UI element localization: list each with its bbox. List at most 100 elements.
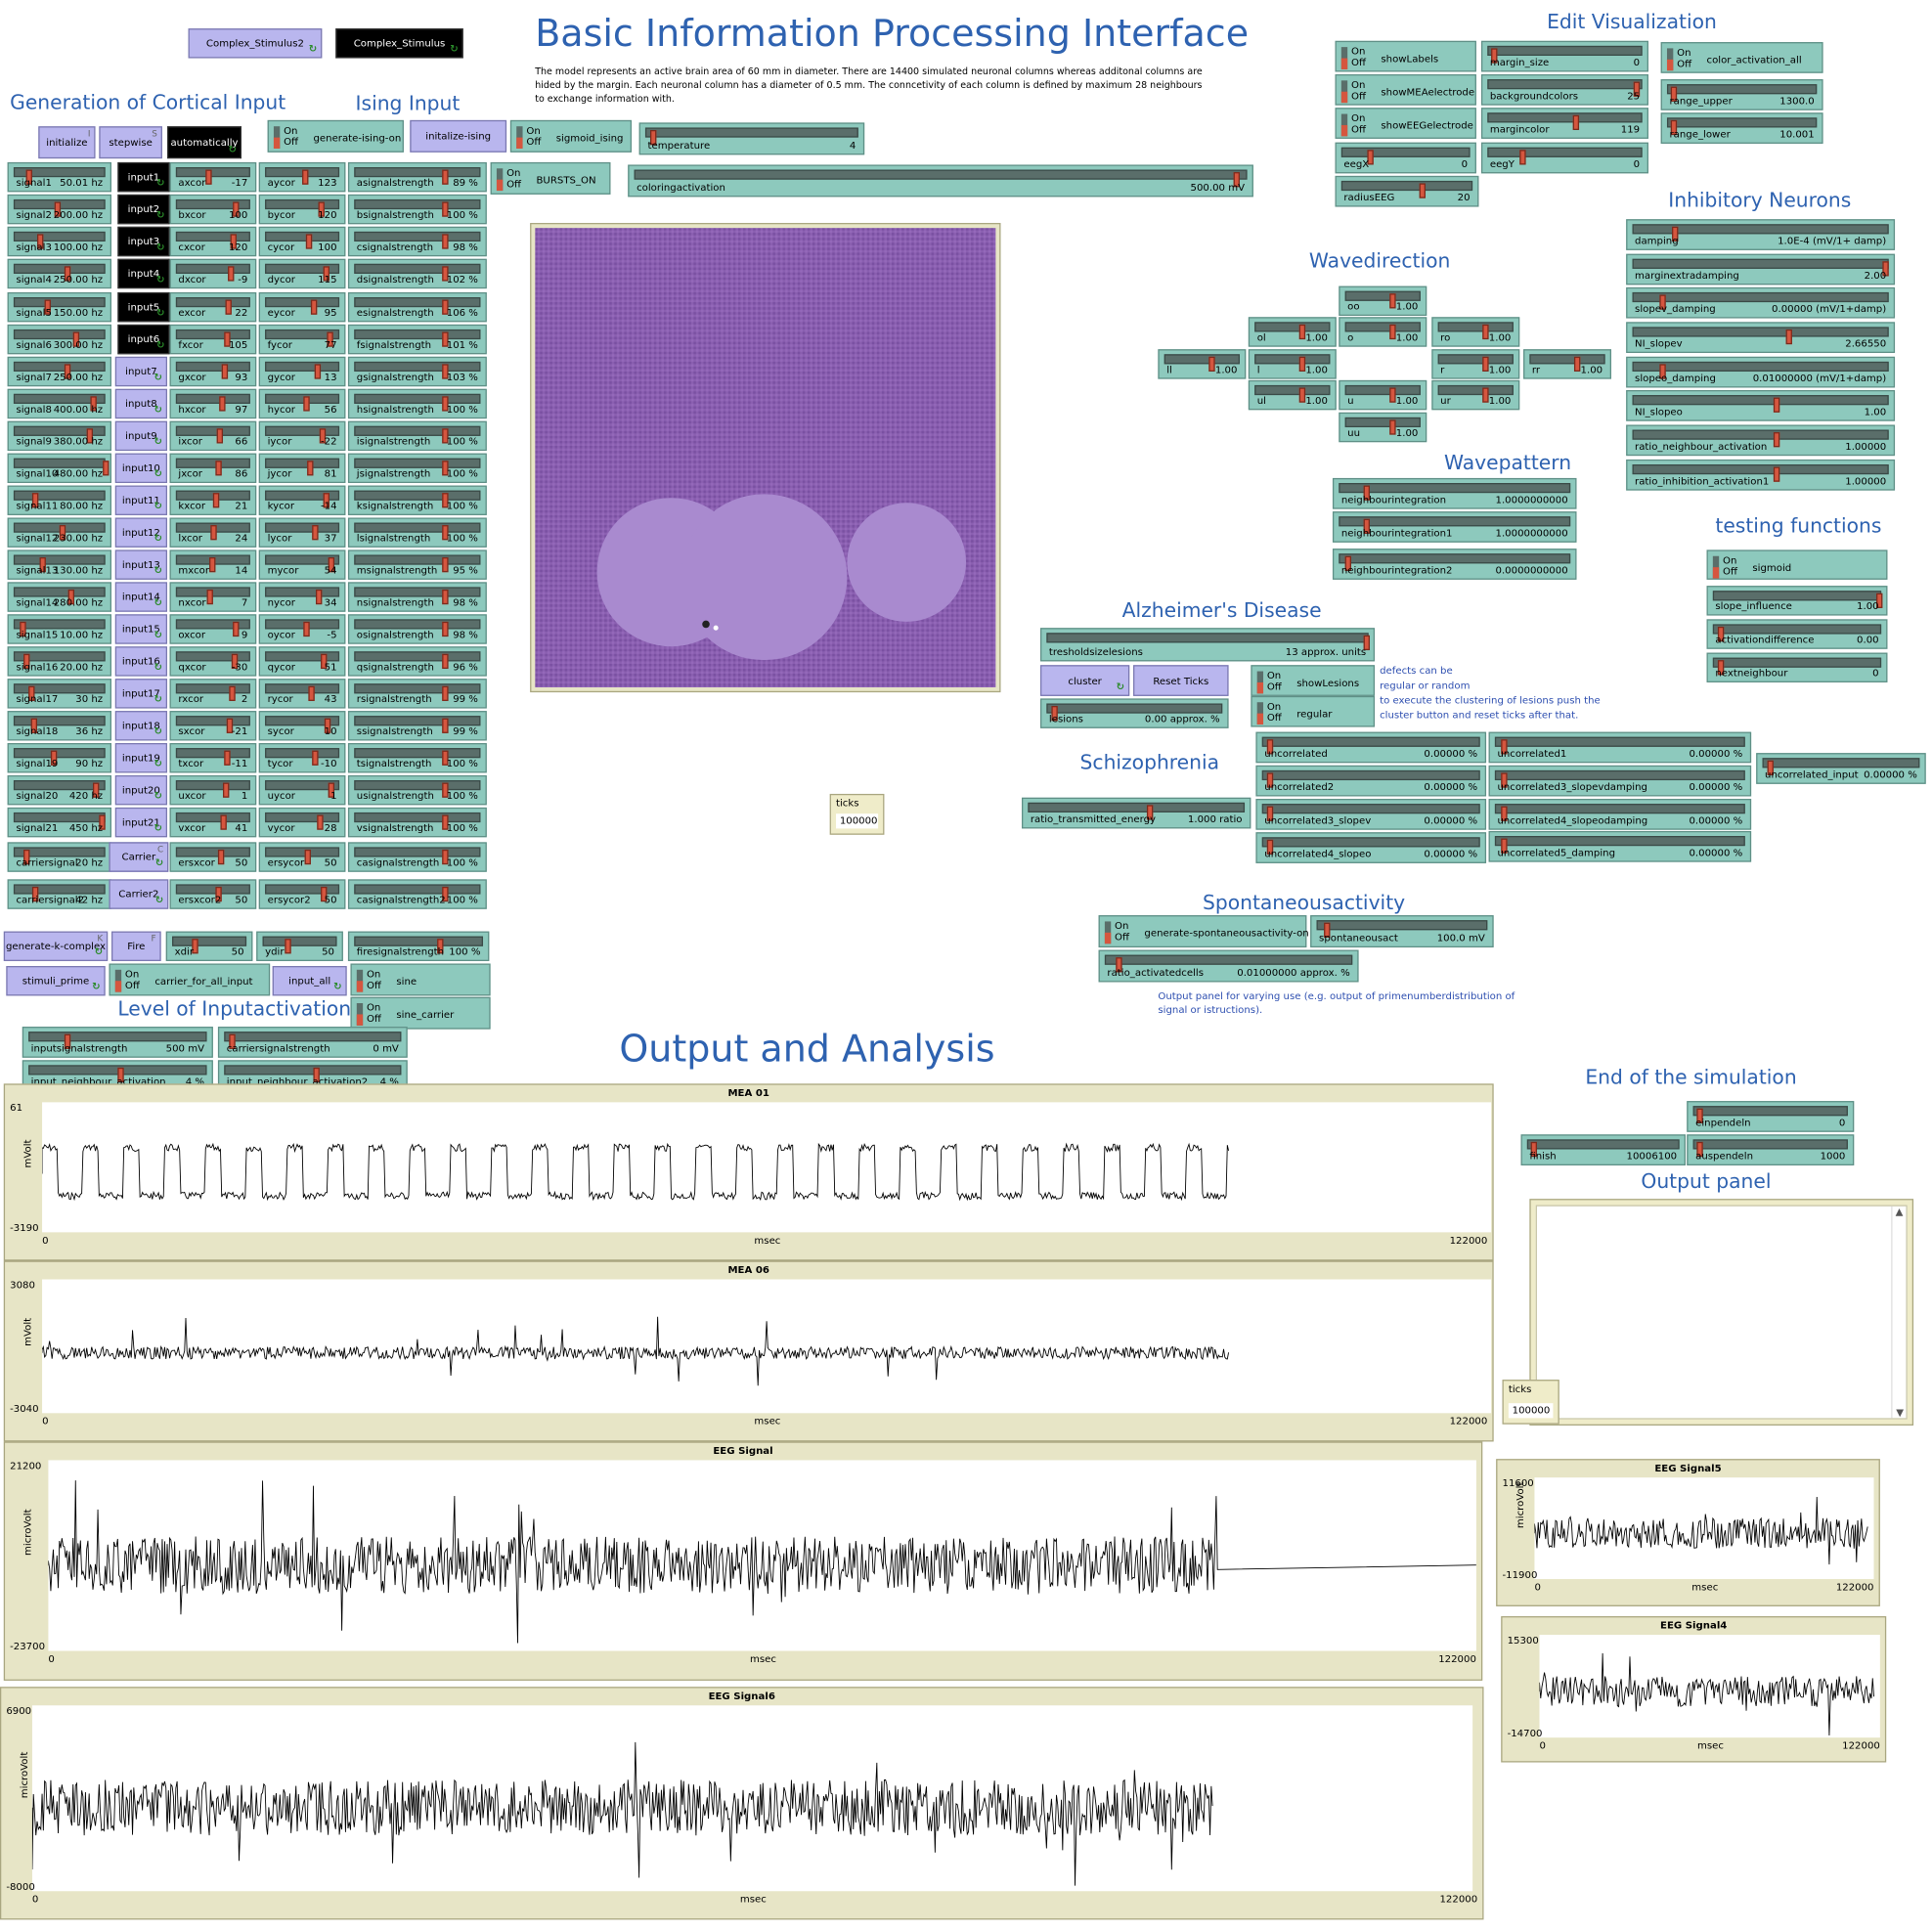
slider-track[interactable]: [1339, 553, 1571, 571]
complex-stimulus2-button[interactable]: Complex_Stimulus2↻: [188, 28, 323, 59]
slider-knob[interactable]: [23, 653, 30, 670]
slider-knob[interactable]: [1324, 922, 1331, 938]
slider-track[interactable]: [13, 554, 106, 573]
input-button[interactable]: input2↻: [117, 194, 170, 225]
slider-track[interactable]: [13, 619, 106, 637]
slider-track[interactable]: [175, 167, 250, 185]
switch-knob[interactable]: [516, 137, 523, 150]
slider-track[interactable]: [1632, 429, 1889, 448]
plot-area[interactable]: [47, 1460, 1476, 1651]
slider-track[interactable]: [1494, 736, 1745, 755]
slider-knob[interactable]: [328, 557, 334, 573]
output-text-area[interactable]: ▲▼: [1535, 1205, 1908, 1420]
slider-track[interactable]: [1254, 322, 1331, 340]
output-panel[interactable]: ▲▼: [1529, 1199, 1914, 1426]
slider-track[interactable]: [175, 361, 250, 379]
slider-knob[interactable]: [442, 718, 449, 733]
input-button[interactable]: input10↻: [114, 453, 168, 484]
input-all-button[interactable]: input_all↻: [272, 966, 347, 996]
scroll-down-icon[interactable]: ▼: [1896, 1406, 1905, 1419]
slider-knob[interactable]: [307, 685, 315, 701]
slider-track[interactable]: [175, 490, 250, 508]
slider-track[interactable]: [1316, 920, 1488, 938]
slider-knob[interactable]: [442, 461, 449, 476]
slider-knob[interactable]: [233, 621, 240, 637]
slider-track[interactable]: [1529, 354, 1605, 373]
plot-area[interactable]: [1533, 1477, 1874, 1580]
slider-track[interactable]: [175, 683, 250, 701]
slider-knob[interactable]: [1389, 293, 1397, 309]
slider-knob[interactable]: [59, 525, 66, 541]
slider-track[interactable]: [13, 748, 106, 766]
slider-knob[interactable]: [1572, 114, 1579, 131]
slider-track[interactable]: [224, 1032, 402, 1049]
slider-knob[interactable]: [1785, 329, 1792, 345]
plot-area[interactable]: [41, 1102, 1492, 1233]
slider-knob[interactable]: [1267, 772, 1274, 788]
slider-knob[interactable]: [442, 782, 449, 798]
slider-knob[interactable]: [1344, 555, 1351, 571]
slider-track[interactable]: [262, 936, 337, 954]
ycor-slider[interactable]: kycor-14: [258, 485, 346, 515]
slider-knob[interactable]: [217, 428, 224, 444]
input-button[interactable]: input6↻: [117, 324, 170, 355]
slider-knob[interactable]: [64, 364, 70, 379]
slider-knob[interactable]: [320, 653, 327, 670]
slider-track[interactable]: [1254, 384, 1331, 403]
slider-knob[interactable]: [1482, 356, 1490, 373]
slider-knob[interactable]: [231, 653, 238, 670]
slider-knob[interactable]: [303, 621, 310, 637]
slider-track[interactable]: [354, 716, 481, 733]
slider-knob[interactable]: [221, 364, 229, 379]
slider-track[interactable]: [13, 458, 109, 476]
slider-knob[interactable]: [442, 201, 449, 217]
slider-knob[interactable]: [72, 331, 79, 347]
slider-track[interactable]: [13, 329, 106, 347]
slider-knob[interactable]: [223, 331, 231, 347]
slider-track[interactable]: [354, 458, 481, 476]
slider-track[interactable]: [1104, 954, 1353, 973]
xcor-slider[interactable]: axcor-17: [169, 161, 257, 193]
slider-knob[interactable]: [90, 396, 98, 412]
slider-knob[interactable]: [442, 849, 449, 865]
slider-knob[interactable]: [1876, 593, 1883, 608]
input-button[interactable]: input9↻: [114, 420, 168, 452]
slider-track[interactable]: [1494, 804, 1745, 821]
slider-knob[interactable]: [1491, 48, 1499, 64]
slider-knob[interactable]: [442, 364, 449, 379]
slider-knob[interactable]: [319, 428, 327, 444]
plot-area[interactable]: [1539, 1635, 1880, 1738]
slider-track[interactable]: [13, 263, 106, 282]
stimuli-prime-button[interactable]: stimuli_prime↻: [6, 966, 106, 996]
slider-track[interactable]: [224, 1065, 402, 1083]
slider-track[interactable]: [175, 587, 250, 605]
slider-knob[interactable]: [442, 589, 449, 605]
switch-toggle[interactable]: [1340, 80, 1348, 104]
slider-track[interactable]: [354, 619, 481, 637]
slider-knob[interactable]: [215, 886, 223, 902]
slider-knob[interactable]: [312, 1067, 320, 1083]
slider-knob[interactable]: [324, 493, 330, 508]
